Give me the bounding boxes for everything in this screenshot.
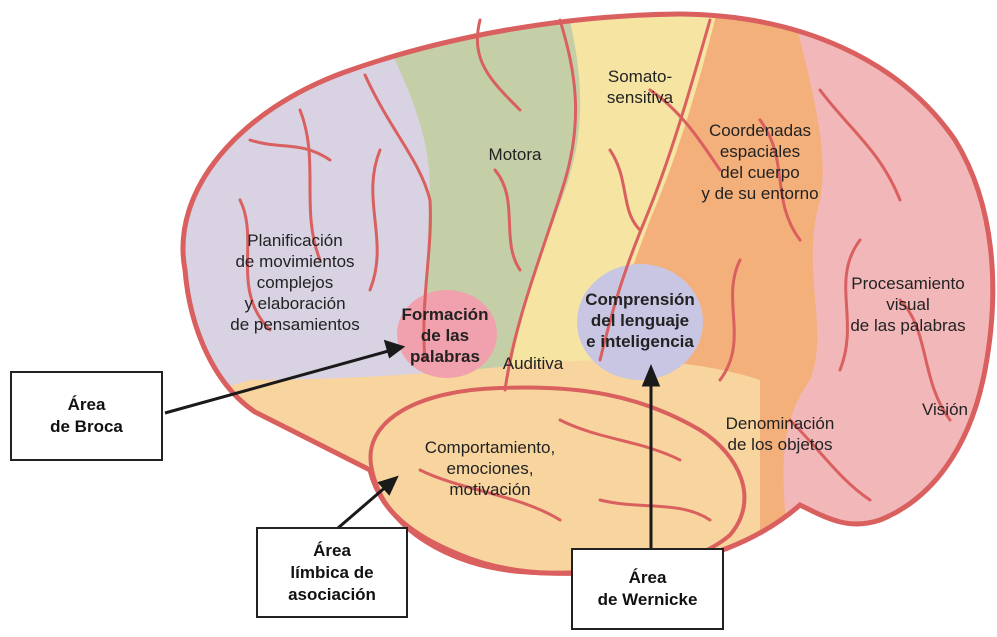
broca-callout: Área de Broca	[10, 371, 163, 461]
label-spatial-coordinates: Coordenadas espaciales del cuerpo y de s…	[701, 121, 819, 203]
wernicke-arrowhead	[641, 364, 661, 387]
limbic-arrowhead	[377, 475, 399, 496]
label-visual-words: Procesamiento visual de las palabras	[850, 274, 966, 335]
label-comprehension: Comprensión del lenguaje e inteligencia	[585, 290, 695, 351]
label-naming: Denominación de los objetos	[725, 414, 835, 454]
label-word-formation: Formación de las palabras	[401, 305, 489, 366]
broca-arrowhead	[383, 339, 406, 359]
limbic-arrow	[337, 483, 389, 530]
label-vision: Visión	[922, 400, 968, 419]
label-motor: Motora	[488, 145, 542, 164]
brain-outline	[180, 11, 996, 576]
wernicke-region	[577, 264, 703, 380]
somatosensory-region	[505, 14, 720, 400]
broca-region	[397, 290, 497, 378]
label-limbic: Comportamiento, emociones, motivación	[424, 438, 556, 499]
brain-gyri	[238, 18, 952, 522]
limbic-callout: Área límbica de asociación	[256, 527, 408, 618]
label-auditory: Auditiva	[502, 354, 564, 373]
occipital-region	[780, 14, 993, 574]
label-somatosensory: Somato- sensitiva	[606, 67, 674, 107]
broca-arrow	[164, 348, 393, 415]
wernicke-callout: Área de Wernicke	[571, 548, 724, 630]
label-planning: Planificación de movimientos complejos y…	[230, 231, 360, 334]
callout-arrows	[164, 339, 661, 548]
